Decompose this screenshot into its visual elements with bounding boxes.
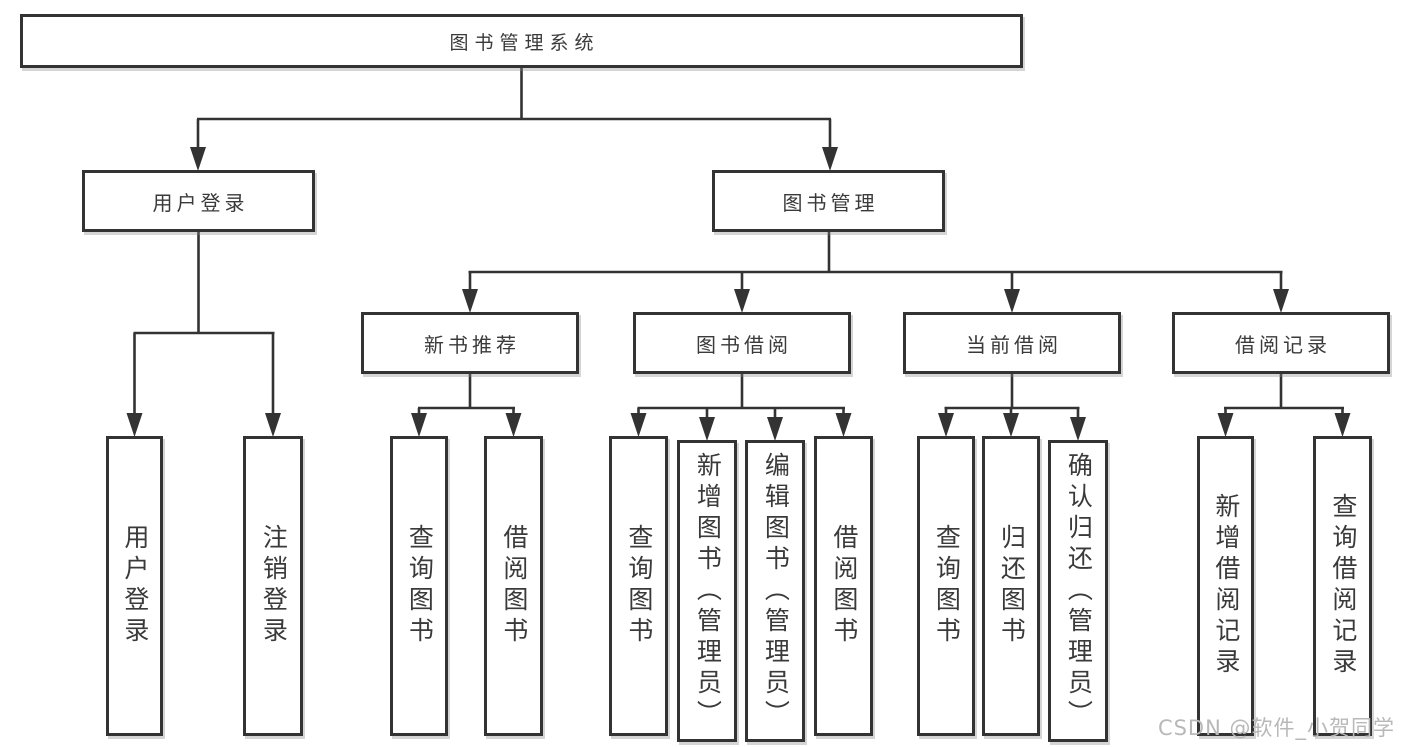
node-book-management: 图书管理	[712, 170, 945, 232]
node-book-borrowing: 图书借阅	[633, 312, 851, 374]
leaf-user-login: 用户登录	[106, 436, 163, 736]
csdn-watermark: CSDN @软件_小贺同学	[1157, 716, 1395, 740]
leaf-query-books-borrowing: 查询图书	[609, 436, 668, 736]
leaf-query-books-current: 查询图书	[917, 436, 975, 736]
leaf-borrow-books-recommend: 借阅图书	[484, 436, 543, 736]
leaf-query-borrow-record: 查询借阅记录	[1313, 436, 1372, 736]
leaf-confirm-return-admin: 确认归还（管理员）	[1048, 440, 1108, 742]
node-user-login: 用户登录	[82, 170, 315, 232]
leaf-add-borrow-record: 新增借阅记录	[1197, 436, 1254, 736]
node-current-borrowing: 当前借阅	[903, 312, 1121, 374]
leaf-borrow-books: 借阅图书	[814, 436, 873, 736]
arrowheads	[126, 147, 1351, 441]
leaf-edit-books-admin: 编辑图书（管理员）	[745, 440, 805, 742]
node-library-management-system: 图书管理系统	[20, 14, 1023, 68]
leaf-query-books-recommend: 查询图书	[390, 436, 448, 736]
node-new-book-recommendation: 新书推荐	[361, 312, 579, 374]
leaf-logout: 注销登录	[243, 436, 303, 736]
leaf-add-books-admin: 新增图书（管理员）	[677, 440, 737, 742]
node-borrowing-records: 借阅记录	[1172, 312, 1390, 374]
leaf-return-books: 归还图书	[982, 436, 1040, 736]
